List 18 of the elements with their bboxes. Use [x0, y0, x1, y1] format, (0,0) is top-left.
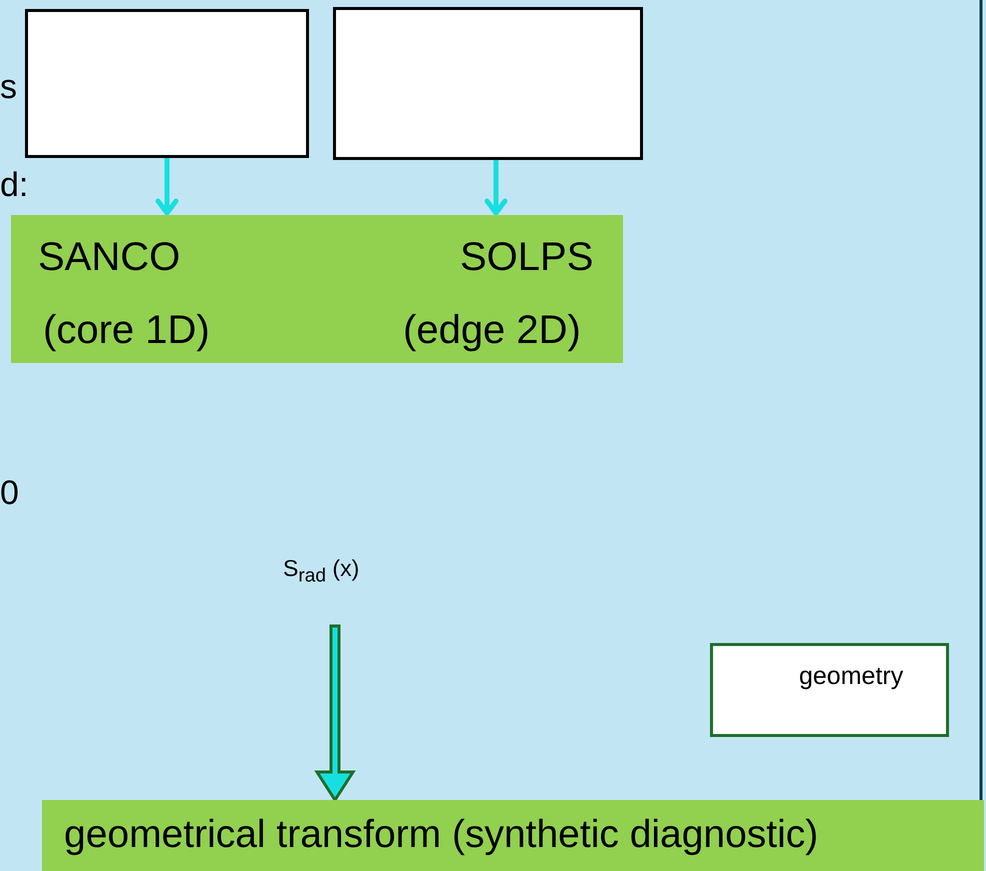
node-text: geometry: [799, 663, 904, 690]
arrow: [314, 624, 356, 803]
model-band: [11, 215, 623, 363]
empty-box: [333, 7, 643, 160]
geometry-box: [710, 643, 949, 737]
signal-label: S$_{rad}$ (x): [283, 556, 360, 587]
transform-band: [42, 800, 984, 871]
text-fragment: d:: [0, 168, 28, 202]
node-text: (core 1D): [43, 308, 210, 352]
node-text: SOLPS: [460, 235, 594, 279]
arrow: [156, 158, 178, 216]
node-text: (edge 2D): [403, 308, 581, 352]
empty-box: [25, 9, 309, 158]
node-text: geometrical transform (synthetic diagnostic): [64, 814, 818, 857]
text-fragment: 0: [0, 476, 19, 510]
text-fragment: s: [0, 70, 17, 104]
arrow: [484, 160, 508, 216]
node-text: SANCO: [38, 235, 180, 279]
